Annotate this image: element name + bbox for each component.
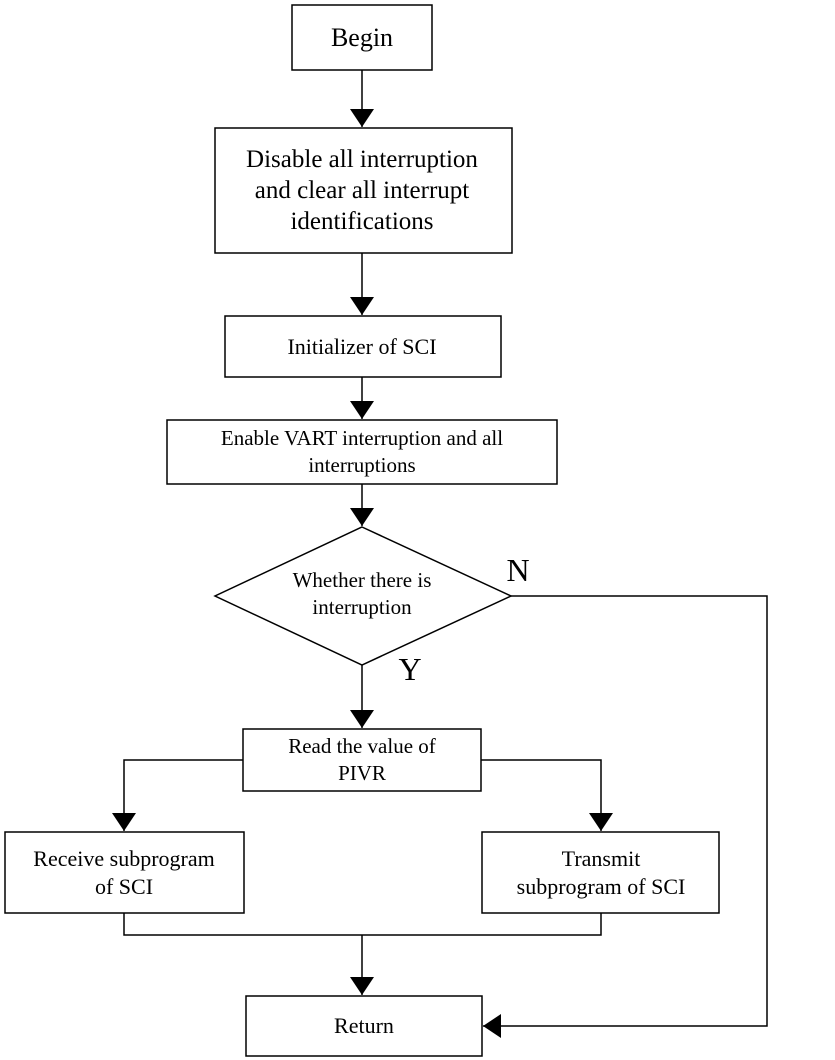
- init-sci-label: Initializer of SCI: [287, 334, 436, 359]
- transmit-box: [481, 831, 720, 914]
- read-pivr-label-line-2: PIVR: [338, 761, 386, 785]
- merge-line-receive: [123, 913, 362, 936]
- decision-label-line-1: Whether there is: [293, 568, 432, 592]
- branch-no-label: N: [506, 552, 529, 588]
- receive-label-line-2: of SCI: [95, 874, 153, 899]
- merge-line-transmit: [362, 913, 602, 936]
- init-sci-label-line-1: Initializer of SCI: [287, 334, 436, 359]
- arrow-read-to-transmit: [481, 759, 613, 831]
- transmit-label-line-2: subprogram of SCI: [517, 874, 686, 899]
- disable-interrupts-label-line-3: identifications: [290, 208, 433, 235]
- return-label: Return: [334, 1013, 394, 1038]
- enable-interrupts-label: Enable VART interruption and all interrup…: [221, 426, 503, 477]
- arrow-read-to-receive: [112, 759, 243, 831]
- receive-label: Receive subprogram of SCI: [33, 846, 214, 899]
- enable-interrupts-label-line-2: interruptions: [308, 453, 415, 477]
- disable-interrupts-label-line-2: and clear all interrupt: [255, 177, 470, 204]
- return-label-line-1: Return: [334, 1013, 394, 1038]
- receive-label-line-1: Receive subprogram: [33, 846, 214, 871]
- disable-interrupts-box: [214, 127, 513, 254]
- begin-box: [291, 4, 433, 71]
- transmit-label-line-1: Transmit: [562, 846, 641, 871]
- transmit-label: Transmit subprogram of SCI: [517, 846, 686, 899]
- branch-yes-label: Y: [398, 651, 421, 687]
- begin-label: Begin: [331, 23, 393, 52]
- return-box: [245, 995, 483, 1057]
- enable-interrupts-box: [166, 419, 558, 485]
- disable-interrupts-label: Disable all interruption and clear all in…: [246, 146, 478, 235]
- decision-label-line-2: interruption: [312, 595, 412, 619]
- disable-interrupts-label-line-1: Disable all interruption: [246, 146, 478, 173]
- begin-label-line-1: Begin: [331, 23, 393, 52]
- read-pivr-label: Read the value of PIVR: [288, 734, 436, 785]
- read-pivr-label-line-1: Read the value of: [288, 734, 436, 758]
- receive-box: [4, 831, 245, 914]
- decision-label: Whether there is interruption: [293, 568, 432, 619]
- arrow-decision-no-to-return: [483, 595, 768, 1038]
- init-sci-box: [224, 315, 502, 378]
- enable-interrupts-label-line-1: Enable VART interruption and all: [221, 426, 503, 450]
